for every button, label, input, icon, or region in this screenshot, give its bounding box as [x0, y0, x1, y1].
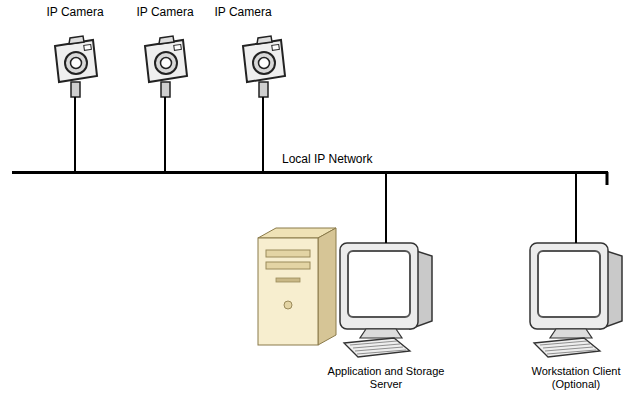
camera-node: IP Camera — [35, 5, 115, 97]
floppy-slot — [276, 278, 300, 282]
drive-bay — [266, 250, 310, 257]
camera-node: IP Camera — [223, 5, 303, 97]
node-label: Application and Storage Server — [314, 365, 458, 391]
node-label: IP Camera — [203, 5, 283, 19]
drive-bay — [266, 262, 310, 269]
tower-front — [258, 238, 318, 345]
node-label: Workstation Client (Optional) — [522, 365, 630, 391]
network-cable — [385, 174, 387, 243]
camera-illustration — [55, 36, 97, 97]
network-cable — [74, 97, 76, 171]
camera-illustration — [145, 36, 187, 97]
workstation-node: Workstation Client (Optional) — [530, 243, 622, 361]
camera-illustration — [243, 36, 285, 97]
server-node: Application and Storage Server — [340, 243, 432, 361]
server-monitor — [340, 243, 432, 357]
server-tower — [258, 228, 336, 345]
node-label: IP Camera — [125, 5, 205, 19]
node-label: Local IP Network — [282, 152, 412, 166]
power-button — [284, 301, 292, 309]
node-label: IP Camera — [35, 5, 115, 19]
network-cable — [164, 97, 166, 171]
network-cable — [575, 174, 577, 243]
tower-side — [318, 228, 336, 345]
network-cable — [262, 97, 264, 171]
workstation-monitor — [530, 243, 622, 357]
camera-node: IP Camera — [125, 5, 205, 97]
network-bus: Local IP Network — [12, 171, 608, 174]
